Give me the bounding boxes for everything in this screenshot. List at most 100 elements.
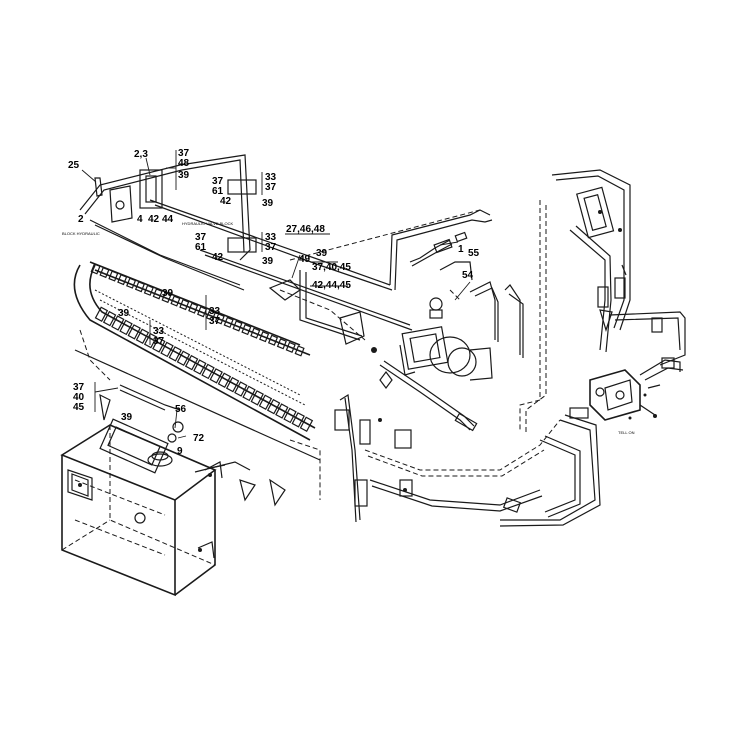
callout-72: 72 [193, 433, 205, 444]
chain-link [152, 337, 166, 353]
chain-link [250, 390, 264, 406]
callout-37-40-45: 37,40,45 [312, 262, 351, 273]
chain-link [294, 345, 305, 357]
callout-40: 40 [73, 392, 85, 403]
chain-link [170, 295, 181, 307]
pump-motor [399, 297, 493, 381]
chain-link [258, 394, 273, 410]
upper-frame-pipes [79, 154, 493, 341]
chain-link [217, 372, 232, 388]
callout-1: 1 [458, 244, 464, 255]
callout-39: 39 [178, 170, 190, 181]
right-pipe-loop [499, 311, 686, 527]
callout-37: 37 [265, 242, 277, 253]
chain-link [90, 263, 101, 275]
callout-44: 44 [162, 214, 174, 225]
callout-42-44-45: 42,44,45 [312, 280, 351, 291]
callouts: 25 2,3 37 48 39 4 42 44 2 37 61 42 33 37… [68, 148, 480, 457]
callout-27-46-48: 27,46,48 [286, 224, 325, 235]
chain-link [94, 306, 109, 322]
lower-middle-pipes [334, 393, 561, 523]
chain-link [266, 398, 281, 415]
callout-56: 56 [175, 404, 187, 415]
callout-42: 42 [220, 196, 232, 207]
chain-link [259, 331, 270, 343]
callout-61: 61 [212, 186, 224, 197]
chain-link [232, 320, 243, 332]
chain-link [242, 385, 256, 402]
callout-39: 39 [262, 198, 274, 209]
chain-link [299, 416, 314, 432]
callout-54: 54 [462, 270, 474, 281]
right-vertical-pipes [519, 169, 631, 432]
callout-37: 37 [73, 382, 85, 393]
tank-connections [99, 384, 286, 507]
chain-link [196, 306, 208, 318]
chain-link [241, 323, 252, 336]
chain-link [275, 403, 289, 419]
chain-link [285, 341, 296, 353]
chain-link [193, 359, 207, 375]
callout-37: 37 [178, 148, 190, 159]
left-note-label: BLOCK HYDRAULIC [62, 231, 100, 236]
chain-link [179, 298, 190, 311]
chain-link [152, 288, 163, 300]
callout-39: 39 [162, 288, 174, 299]
upper-brackets [94, 169, 377, 353]
callout-61: 61 [195, 242, 207, 253]
chain-link [134, 281, 146, 293]
chain-link [267, 334, 279, 346]
callout-37: 37 [265, 182, 277, 193]
callout-39: 39 [121, 412, 133, 423]
chain-link [201, 363, 215, 380]
callout-42: 42 [148, 214, 160, 225]
callout-37: 37 [195, 232, 207, 243]
chain-link [225, 376, 240, 393]
callout-37: 37 [209, 316, 221, 327]
chain-link [291, 412, 305, 428]
callout-45: 45 [73, 402, 85, 413]
chain-link [234, 381, 248, 397]
valve-block [569, 357, 684, 421]
chain-link [117, 274, 128, 286]
chain-link [168, 346, 182, 362]
chain-link [99, 266, 110, 279]
chain-link [143, 332, 158, 349]
callout-39: 39 [118, 308, 130, 319]
cable-chain-links [90, 263, 314, 432]
chain-link [223, 316, 234, 329]
callout-39: 39 [316, 248, 328, 259]
callout-4: 4 [137, 214, 143, 225]
callout-33: 33 [153, 326, 165, 337]
callout-42: 42 [212, 252, 224, 263]
callout-2-3: 2,3 [134, 149, 148, 160]
chain-link [209, 368, 223, 384]
chain-link [126, 277, 137, 289]
chain-link [283, 407, 297, 424]
chain-link [205, 309, 216, 321]
callout-55: 55 [468, 248, 480, 259]
callout-48: 48 [178, 158, 190, 169]
small-labels: HYDRAULIC VALVE BLOCK BLOCK HYDRAULIC TE… [62, 221, 635, 435]
chain-link [143, 284, 154, 296]
chain-link [111, 315, 125, 331]
callout-9: 9 [177, 446, 183, 457]
callout-2: 2 [78, 214, 84, 225]
chain-link [160, 341, 174, 358]
callout-33: 33 [209, 306, 221, 317]
leader-lines [81, 150, 471, 439]
chain-link [161, 291, 172, 304]
callout-39: 39 [262, 256, 274, 267]
chain-link [102, 310, 117, 327]
callout-37: 37 [212, 176, 224, 187]
chain-link [188, 302, 199, 314]
chain-link [119, 319, 133, 336]
callout-33: 33 [265, 232, 277, 243]
chain-link [250, 327, 261, 339]
chain-link [135, 328, 150, 344]
block-note-label: HYDRAULIC VALVE BLOCK [182, 221, 234, 226]
callout-49: 49 [299, 254, 311, 265]
chain-link [108, 270, 119, 282]
chain-link [176, 350, 191, 366]
